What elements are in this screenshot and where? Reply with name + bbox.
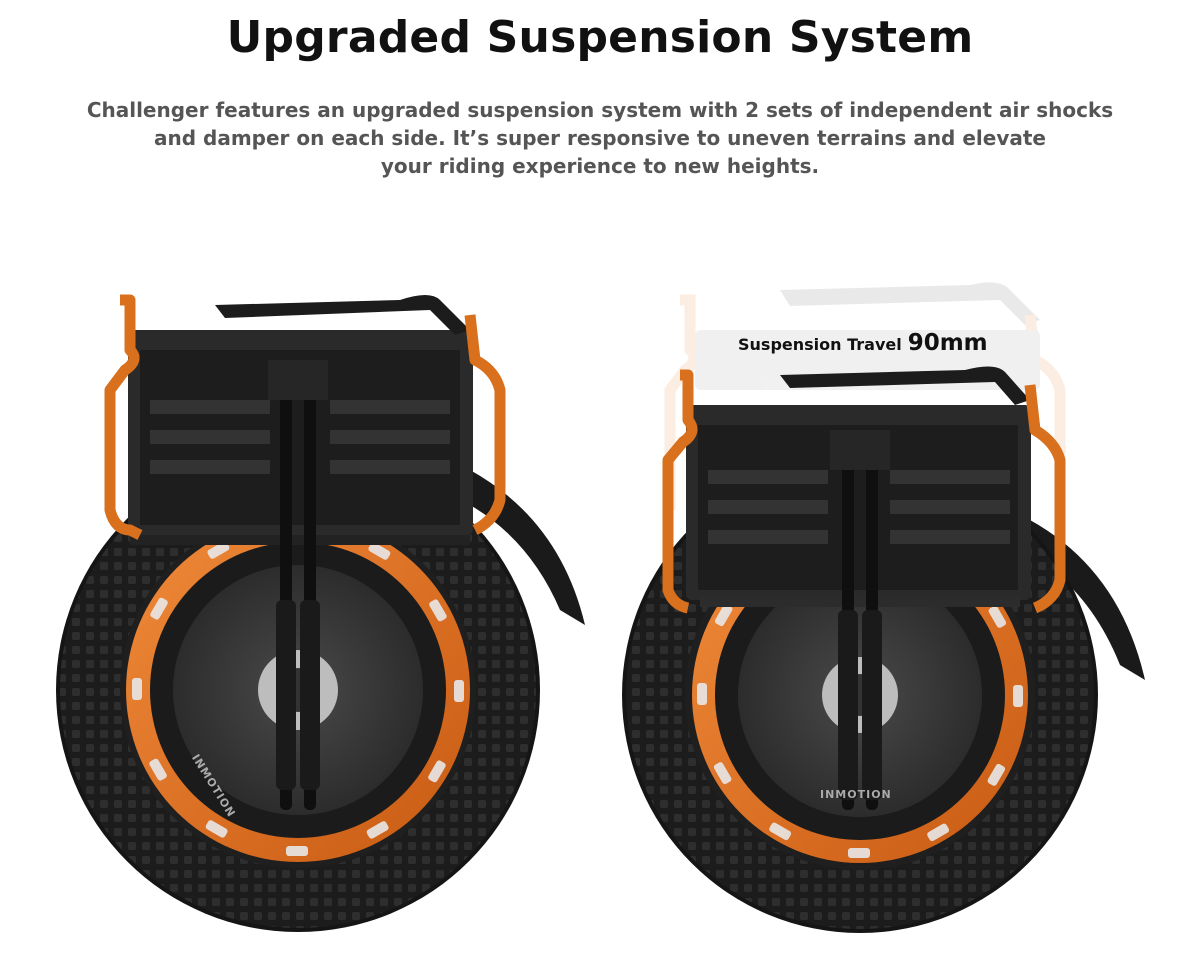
suspension-travel-value: 90mm: [907, 330, 988, 356]
unicycle-compressed: [622, 282, 1145, 933]
description-line-1: Challenger features an upgraded suspensi…: [86, 98, 1114, 122]
right-rail: [464, 314, 506, 535]
page-title: Upgraded Suspension System: [226, 12, 974, 63]
suspension-travel-annotation: Suspension Travel 90mm: [738, 330, 988, 356]
carry-handle: [215, 295, 470, 335]
suspension-travel-label: Suspension Travel: [738, 335, 902, 354]
description: Challenger features an upgraded suspensi…: [80, 96, 1120, 180]
brand-text-right: INMOTION: [820, 788, 892, 801]
left-rail: [662, 369, 698, 614]
description-line-3: your riding experience to new heights.: [380, 154, 820, 178]
left-rail: [104, 294, 143, 540]
carry-handle: [780, 366, 1030, 405]
unicycle-extended: [56, 294, 585, 932]
description-line-2: and damper on each side. It’s super resp…: [154, 126, 1046, 150]
right-rail: [1024, 384, 1066, 614]
